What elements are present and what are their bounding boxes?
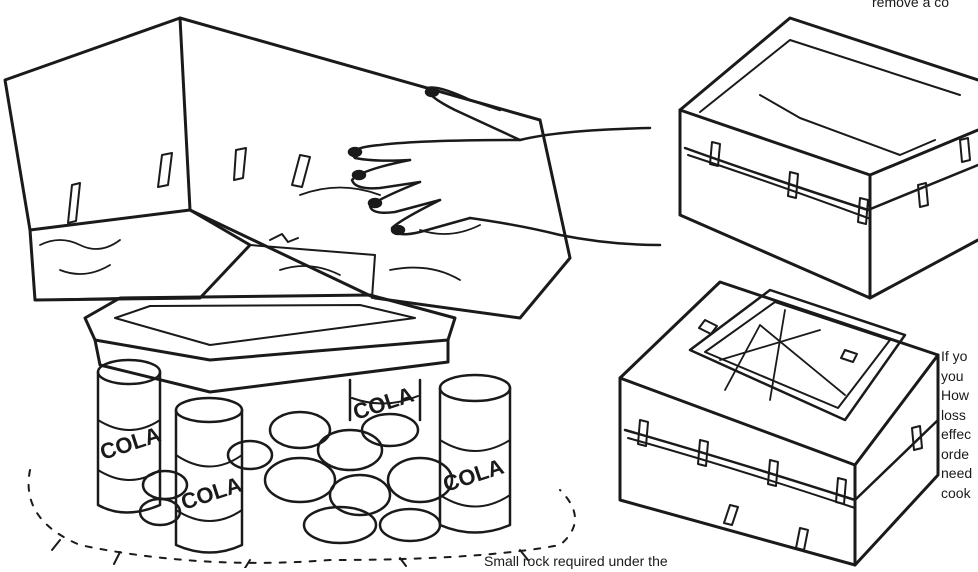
oven-assembly bbox=[5, 18, 660, 568]
caption-line: If yo bbox=[941, 347, 972, 367]
cola-can-front-right bbox=[440, 375, 510, 533]
caption-line: you bbox=[941, 367, 972, 387]
ground-patch bbox=[29, 470, 575, 563]
cover-box bbox=[5, 18, 570, 318]
rocks bbox=[140, 412, 452, 543]
caption-line: effec bbox=[941, 425, 972, 445]
open-box bbox=[680, 18, 978, 298]
caption-bottom: Small rock required under the bbox=[484, 552, 668, 572]
can-label-2: COLA bbox=[178, 472, 245, 515]
caption-line: How bbox=[941, 386, 972, 406]
caption-line: orde bbox=[941, 445, 972, 465]
baking-tray bbox=[85, 295, 455, 392]
can-label-1: COLA bbox=[97, 422, 164, 465]
caption-line: need bbox=[941, 464, 972, 484]
windowed-box bbox=[620, 282, 938, 565]
caption-line: cook bbox=[941, 484, 972, 504]
caption-top-right: remove a co bbox=[872, 0, 949, 13]
caption-right: If yo you How loss effec orde need cook bbox=[941, 347, 972, 503]
caption-line: loss bbox=[941, 406, 972, 426]
can-label-4: COLA bbox=[440, 454, 507, 497]
